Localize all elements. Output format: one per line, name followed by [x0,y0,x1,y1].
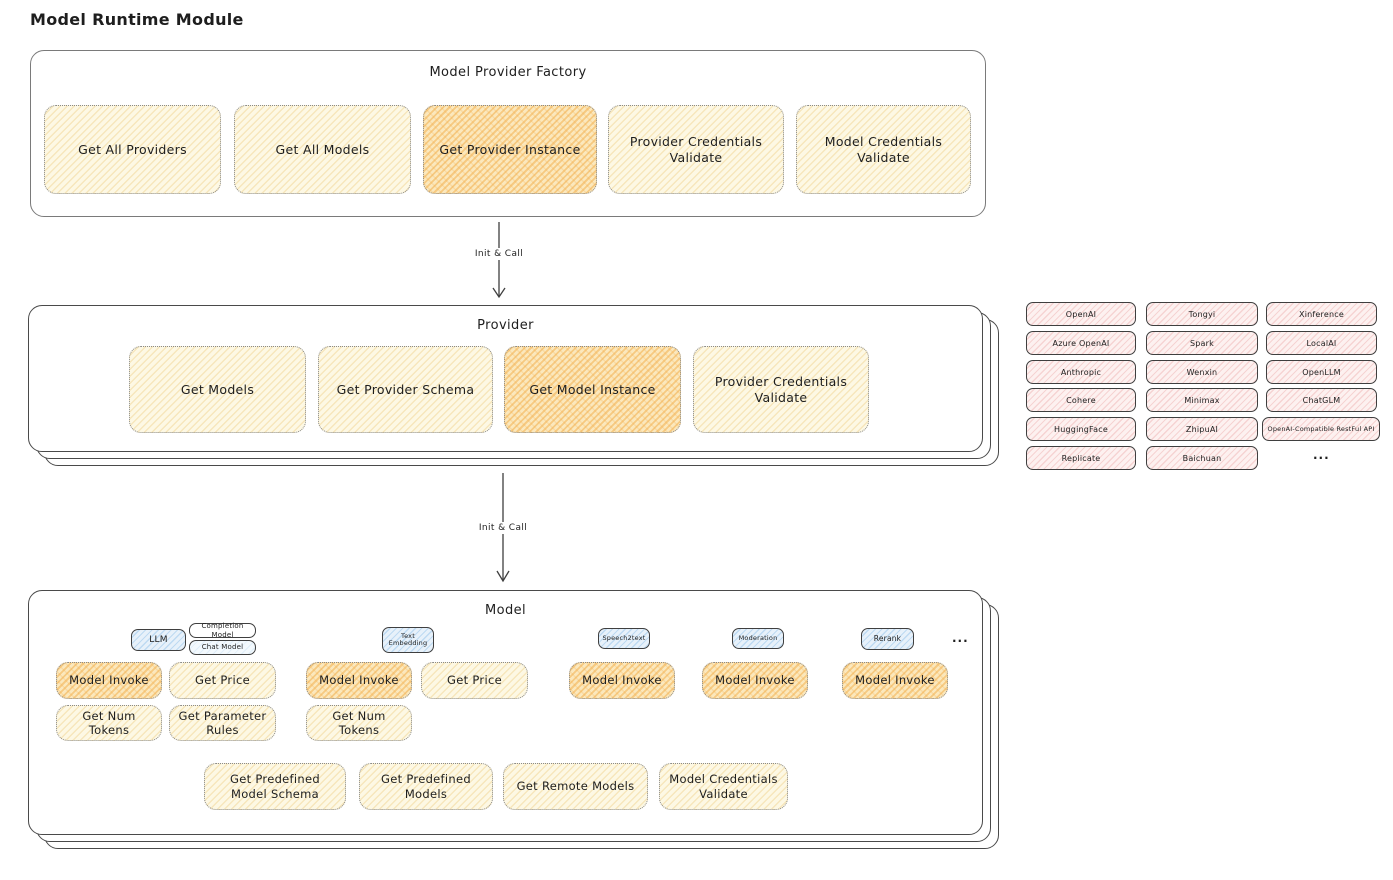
tab-more-ellipsis: ... [952,631,969,645]
node-llm-get-parameter-rules: Get Parameter Rules [169,705,276,741]
vendor-baichuan: Baichuan [1146,446,1258,470]
node-llm-model-invoke: Model Invoke [56,662,162,699]
node-get-all-providers: Get All Providers [44,105,221,194]
factory-container: Model Provider Factory Get All Providers… [30,50,986,217]
node-embedding-get-num-tokens: Get Num Tokens [306,705,412,741]
node-get-provider-schema: Get Provider Schema [318,346,493,433]
edge-label-init-call-2: Init & Call [474,522,532,534]
edge-label-init-call-1: Init & Call [470,248,528,260]
vendor-more-ellipsis: ... [1313,448,1330,462]
node-embedding-get-price: Get Price [421,662,528,699]
node-llm-get-num-tokens: Get Num Tokens [56,705,162,741]
factory-title: Model Provider Factory [429,65,587,80]
vendor-openai-compatible-restful-api: OpenAI-Compatible RestFul API [1262,417,1380,441]
vendor-zhipuai: ZhipuAI [1146,417,1258,441]
tab-chat-model: Chat Model [189,640,256,655]
vendor-replicate: Replicate [1026,446,1136,470]
node-model-credentials-validate-2: Model Credentials Validate [659,763,788,810]
node-llm-get-price: Get Price [169,662,276,699]
vendor-anthropic: Anthropic [1026,360,1136,384]
vendor-xinference: Xinference [1266,302,1377,326]
vendor-huggingface: HuggingFace [1026,417,1136,441]
vendor-cohere: Cohere [1026,388,1136,412]
provider-container: Provider Get Models Get Provider Schema … [28,305,983,452]
tab-text-embedding: Text Embedding [382,627,434,653]
node-moderation-model-invoke: Model Invoke [702,662,808,699]
vendor-wenxin: Wenxin [1146,360,1258,384]
tab-completion-model: Completion Model [189,622,256,639]
node-get-all-models: Get All Models [234,105,411,194]
tab-moderation: Moderation [732,628,784,649]
vendor-openllm: OpenLLM [1266,360,1377,384]
node-provider-credentials-validate: Provider Credentials Validate [608,105,784,194]
node-get-model-instance: Get Model Instance [504,346,681,433]
vendor-azure-openai: Azure OpenAI [1026,331,1136,355]
node-model-credentials-validate: Model Credentials Validate [796,105,971,194]
node-get-predefined-model-schema: Get Predefined Model Schema [204,763,346,810]
tab-llm: LLM [131,629,186,651]
vendor-openai: OpenAI [1026,302,1136,326]
provider-title: Provider [477,318,534,333]
vendor-tongyi: Tongyi [1146,302,1258,326]
node-get-provider-instance: Get Provider Instance [423,105,597,194]
node-rerank-model-invoke: Model Invoke [842,662,948,699]
node-get-predefined-models: Get Predefined Models [359,763,493,810]
node-provider-credentials-validate-2: Provider Credentials Validate [693,346,869,433]
node-speech2text-model-invoke: Model Invoke [569,662,675,699]
node-embedding-model-invoke: Model Invoke [306,662,412,699]
node-get-remote-models: Get Remote Models [503,763,648,810]
diagram-title: Model Runtime Module [30,10,244,29]
tab-rerank: Rerank [861,628,914,650]
node-get-models: Get Models [129,346,306,433]
vendor-spark: Spark [1146,331,1258,355]
model-container: Model LLM Completion Model Chat Model Te… [28,590,983,835]
model-title: Model [484,603,527,618]
vendor-localai: LocalAI [1266,331,1377,355]
vendor-chatglm: ChatGLM [1266,388,1377,412]
vendor-minimax: Minimax [1146,388,1258,412]
tab-speech2text: Speech2text [598,628,650,649]
